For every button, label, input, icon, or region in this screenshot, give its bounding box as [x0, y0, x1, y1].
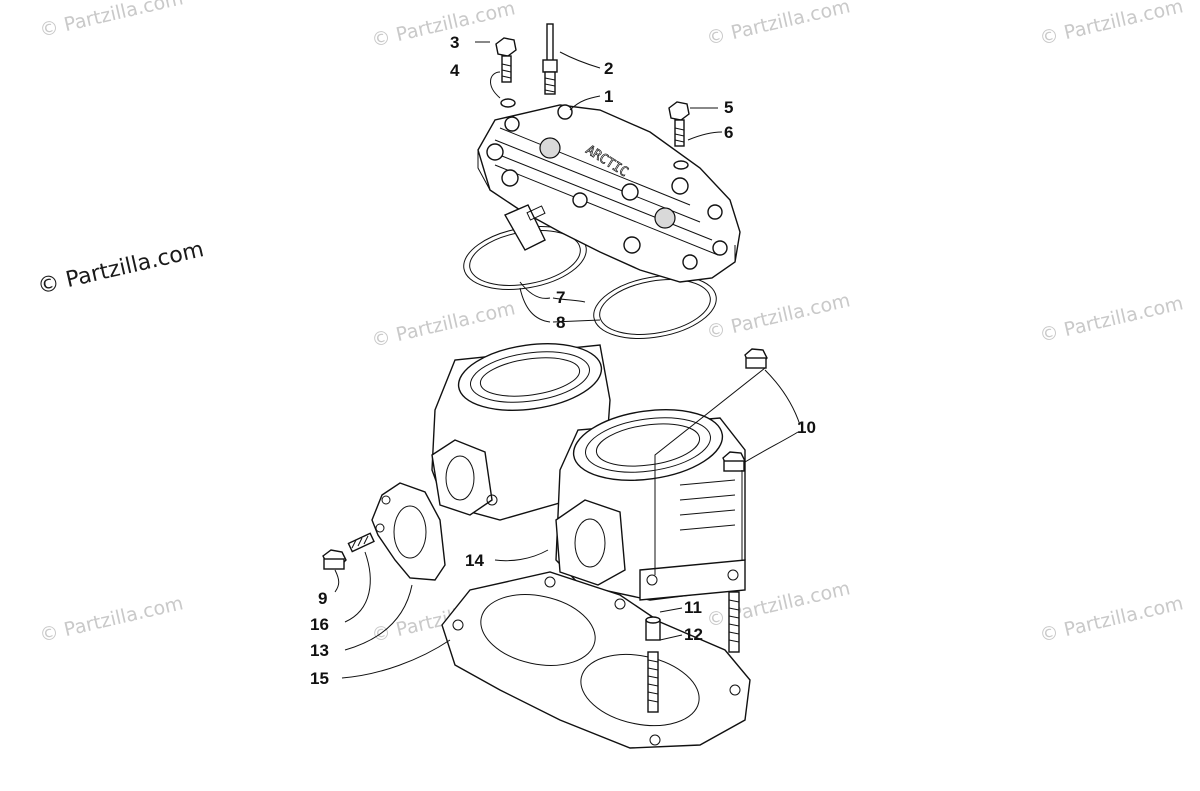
callout-1: 1 — [604, 87, 613, 106]
callout-11: 11 — [684, 598, 702, 617]
callout-4: 4 — [450, 61, 460, 80]
exhaust-gasket — [371, 482, 446, 581]
head-bolt-left — [495, 37, 517, 108]
leader-lines — [334, 41, 801, 679]
callout-12: 12 — [684, 625, 703, 644]
callout-13: 13 — [310, 641, 329, 660]
callout-14: 14 — [465, 551, 484, 570]
callout-labels: 1 2 3 4 5 6 7 8 9 10 11 12 13 14 15 16 — [310, 33, 816, 688]
callout-5: 5 — [724, 98, 733, 117]
callout-2: 2 — [604, 59, 613, 78]
callout-6: 6 — [724, 123, 733, 142]
callout-16: 16 — [310, 615, 329, 634]
dowel-pin — [645, 616, 661, 641]
cylinder-nuts — [722, 348, 768, 472]
exhaust-stud — [347, 532, 375, 553]
callout-3: 3 — [450, 33, 459, 52]
head-bolt-right — [668, 101, 690, 170]
callout-15: 15 — [310, 669, 329, 688]
base-gasket — [441, 571, 751, 749]
callout-8: 8 — [556, 313, 565, 332]
cylinder-head: ARCTIC — [477, 104, 741, 283]
cylinder-front — [555, 409, 746, 601]
exhaust-nut — [322, 549, 347, 570]
callout-7: 7 — [556, 288, 565, 307]
spark-plug — [542, 23, 558, 95]
callout-10: 10 — [797, 418, 816, 437]
callout-9: 9 — [318, 589, 327, 608]
cylinder-studs — [647, 591, 740, 713]
